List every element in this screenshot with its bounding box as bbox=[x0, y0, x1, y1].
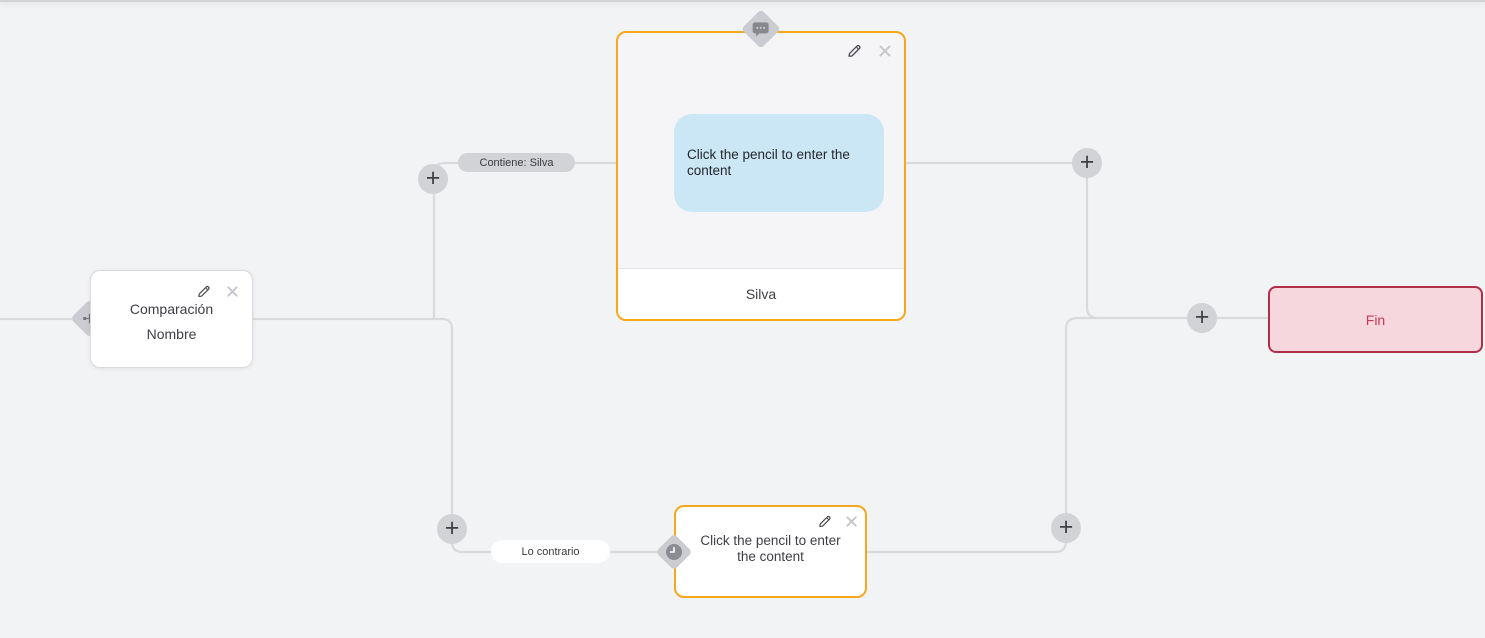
message-bubble: Click the pencil to enter the content bbox=[674, 114, 884, 212]
add-node-button[interactable]: + bbox=[1187, 303, 1217, 333]
message-port[interactable] bbox=[741, 9, 781, 49]
add-node-button[interactable]: + bbox=[418, 164, 448, 194]
add-node-button[interactable]: + bbox=[437, 514, 467, 544]
else-node-line2: the content bbox=[737, 549, 804, 564]
pencil-icon[interactable] bbox=[846, 43, 862, 59]
canvas-top-border bbox=[0, 0, 1485, 2]
message-bubble-line2: content bbox=[687, 163, 732, 178]
plus-icon: + bbox=[1079, 147, 1095, 176]
close-icon[interactable] bbox=[845, 515, 858, 528]
pencil-icon[interactable] bbox=[817, 514, 832, 529]
message-bubble-line1: Click the pencil to enter the bbox=[687, 147, 850, 162]
chat-bubble-icon bbox=[752, 21, 770, 38]
edge-comparison-to-else bbox=[253, 317, 675, 554]
comparison-title-line1: Comparación bbox=[129, 301, 214, 317]
end-node-label: Fin bbox=[1365, 311, 1386, 328]
close-icon[interactable] bbox=[226, 285, 239, 298]
edge-else-to-end bbox=[867, 316, 1102, 554]
comparison-title-line2: Nombre bbox=[146, 326, 197, 342]
plus-icon: + bbox=[1194, 302, 1210, 331]
plus-icon: + bbox=[444, 513, 460, 542]
comparison-node[interactable]: Comparación Nombre bbox=[90, 270, 253, 368]
else-node[interactable]: Click the pencil to enter the content bbox=[674, 505, 867, 598]
clock-icon bbox=[665, 543, 683, 561]
edge-label-contains[interactable]: Contiene: Silva bbox=[458, 153, 575, 172]
edge-comparison-to-message bbox=[432, 161, 617, 319]
message-node-footer: Silva bbox=[618, 268, 904, 319]
edge-label-otherwise[interactable]: Lo contrario bbox=[491, 540, 610, 563]
pencil-icon[interactable] bbox=[196, 284, 211, 299]
edge-message-to-end bbox=[905, 161, 1268, 320]
message-footer-label: Silva bbox=[745, 286, 777, 302]
else-node-line1: Click the pencil to enter bbox=[700, 533, 841, 548]
plus-icon: + bbox=[425, 163, 441, 192]
add-node-button[interactable]: + bbox=[1072, 148, 1102, 178]
end-node[interactable]: Fin bbox=[1268, 286, 1483, 353]
plus-icon: + bbox=[1058, 512, 1074, 541]
message-node[interactable]: Click the pencil to enter the content Si… bbox=[616, 31, 906, 321]
else-port[interactable] bbox=[655, 533, 693, 571]
add-node-button[interactable]: + bbox=[1051, 513, 1081, 543]
close-icon[interactable] bbox=[878, 44, 892, 58]
